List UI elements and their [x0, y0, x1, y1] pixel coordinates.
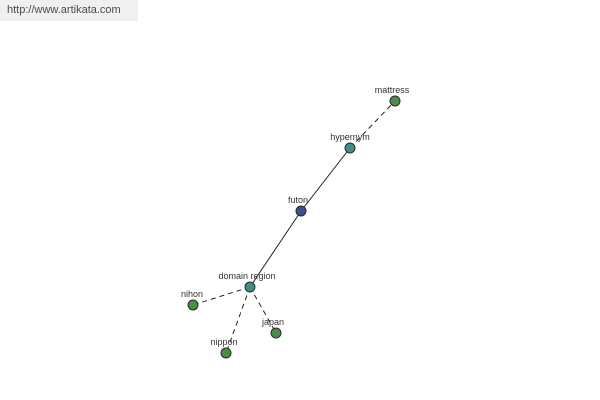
node-japan[interactable]: japan — [261, 317, 284, 339]
node-label-mattress: mattress — [375, 85, 410, 95]
node-label-hypernym: hypernym — [330, 132, 370, 142]
edge-hypernym-mattress — [349, 100, 396, 149]
node-circle-nihon[interactable] — [187, 299, 199, 311]
source-link[interactable]: http://www.artikata.com — [7, 4, 121, 16]
edge-futon-domain-region — [249, 210, 302, 288]
edge-futon-hypernym — [300, 147, 351, 212]
node-circle-japan[interactable] — [270, 327, 282, 339]
node-mattress[interactable]: mattress — [375, 85, 410, 107]
node-circle-futon[interactable] — [295, 205, 307, 217]
edge-domain-region-nihon — [192, 286, 251, 306]
edges-layer — [192, 100, 396, 354]
edge-domain-region-nippon — [225, 286, 251, 354]
node-circle-mattress[interactable] — [389, 95, 401, 107]
node-label-nippon: nippon — [210, 337, 237, 347]
node-circle-nippon[interactable] — [220, 347, 232, 359]
node-circle-hypernym[interactable] — [344, 142, 356, 154]
node-domain-region[interactable]: domain region — [218, 271, 276, 293]
node-label-nihon: nihon — [181, 289, 203, 299]
node-label-domain-region: domain region — [218, 271, 275, 281]
node-label-japan: japan — [261, 317, 284, 327]
node-nippon[interactable]: nippon — [210, 337, 238, 359]
node-circle-domain-region[interactable] — [244, 281, 256, 293]
node-hypernym[interactable]: hypernym — [330, 132, 370, 154]
node-label-futon: futon — [288, 195, 308, 205]
nodes-layer: mattress hypernym futon domain region nihon j… — [181, 85, 410, 359]
node-nihon[interactable]: nihon — [181, 289, 203, 311]
node-futon[interactable]: futon — [288, 195, 308, 217]
source-banner: http://www.artikata.com — [0, 0, 138, 21]
